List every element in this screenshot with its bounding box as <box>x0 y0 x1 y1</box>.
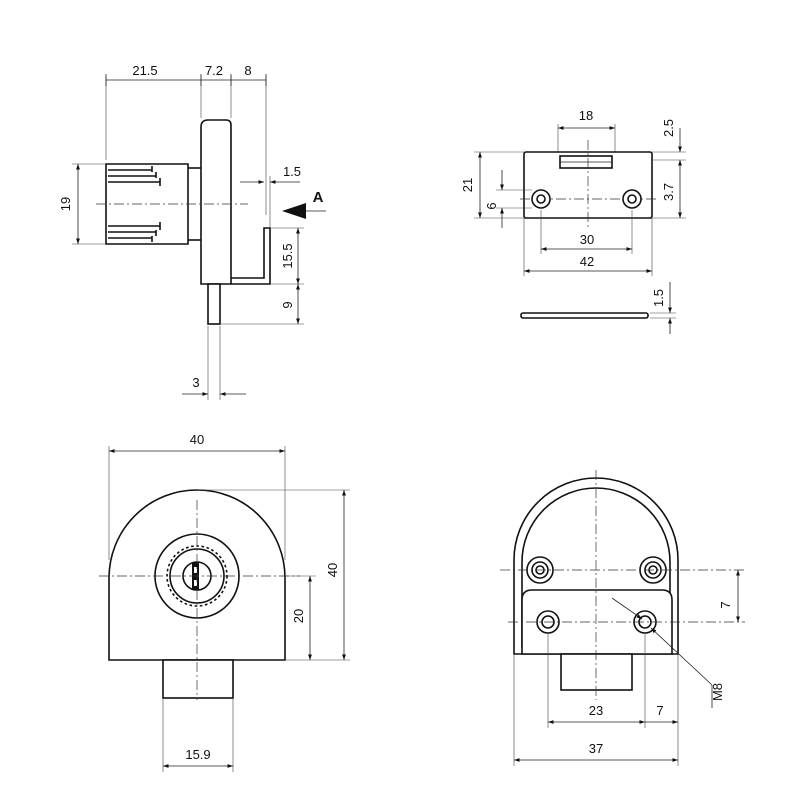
dim-40-width: 40 <box>190 432 204 447</box>
dim-30: 30 <box>580 232 594 247</box>
dim-40-height: 40 <box>325 563 340 577</box>
dim-3-7: 3.7 <box>661 183 676 201</box>
side-view: 21.5 7.2 8 19 <box>58 63 326 400</box>
dim-9: 9 <box>280 301 295 308</box>
knurl-pattern <box>108 166 161 242</box>
cylinder-stub-back <box>560 653 633 691</box>
dim-7-horizontal: 7 <box>656 703 663 718</box>
hook-plate-back <box>521 589 673 655</box>
dim-1-5-thickness: 1.5 <box>651 289 666 307</box>
dim-23: 23 <box>589 703 603 718</box>
dim-15-5: 15.5 <box>280 243 295 268</box>
dim-1-5-gap: 1.5 <box>283 164 301 179</box>
dim-21-5: 21.5 <box>132 63 157 78</box>
cylinder-body <box>105 163 189 245</box>
back-view: 7 M8 23 7 37 <box>500 470 745 766</box>
dim-18: 18 <box>579 108 593 123</box>
locking-pin <box>207 283 221 325</box>
dim-19: 19 <box>58 197 73 211</box>
dim-7-vertical: 7 <box>718 601 733 608</box>
lock-flange <box>200 119 232 285</box>
dim-20: 20 <box>291 609 306 623</box>
view-label-a: A <box>313 189 324 206</box>
dim-37: 37 <box>589 741 603 756</box>
dim-21: 21 <box>460 178 475 192</box>
dim-3: 3 <box>192 375 199 390</box>
dim-2-5: 2.5 <box>661 119 676 137</box>
front-view: 40 40 20 15.9 <box>99 432 350 772</box>
view-a-arrow-icon <box>282 203 306 219</box>
dim-6: 6 <box>484 202 499 209</box>
dim-m8: M8 <box>710 683 725 701</box>
dim-15-9: 15.9 <box>185 747 210 762</box>
dim-8: 8 <box>244 63 251 78</box>
dim-7-2: 7.2 <box>205 63 223 78</box>
cylinder-stub <box>162 659 234 699</box>
hook-plate <box>231 227 271 285</box>
dim-42: 42 <box>580 254 594 269</box>
strike-plate-profile <box>520 312 649 319</box>
strike-plate-view: 18 21 6 2.5 3.7 30 <box>460 108 686 334</box>
